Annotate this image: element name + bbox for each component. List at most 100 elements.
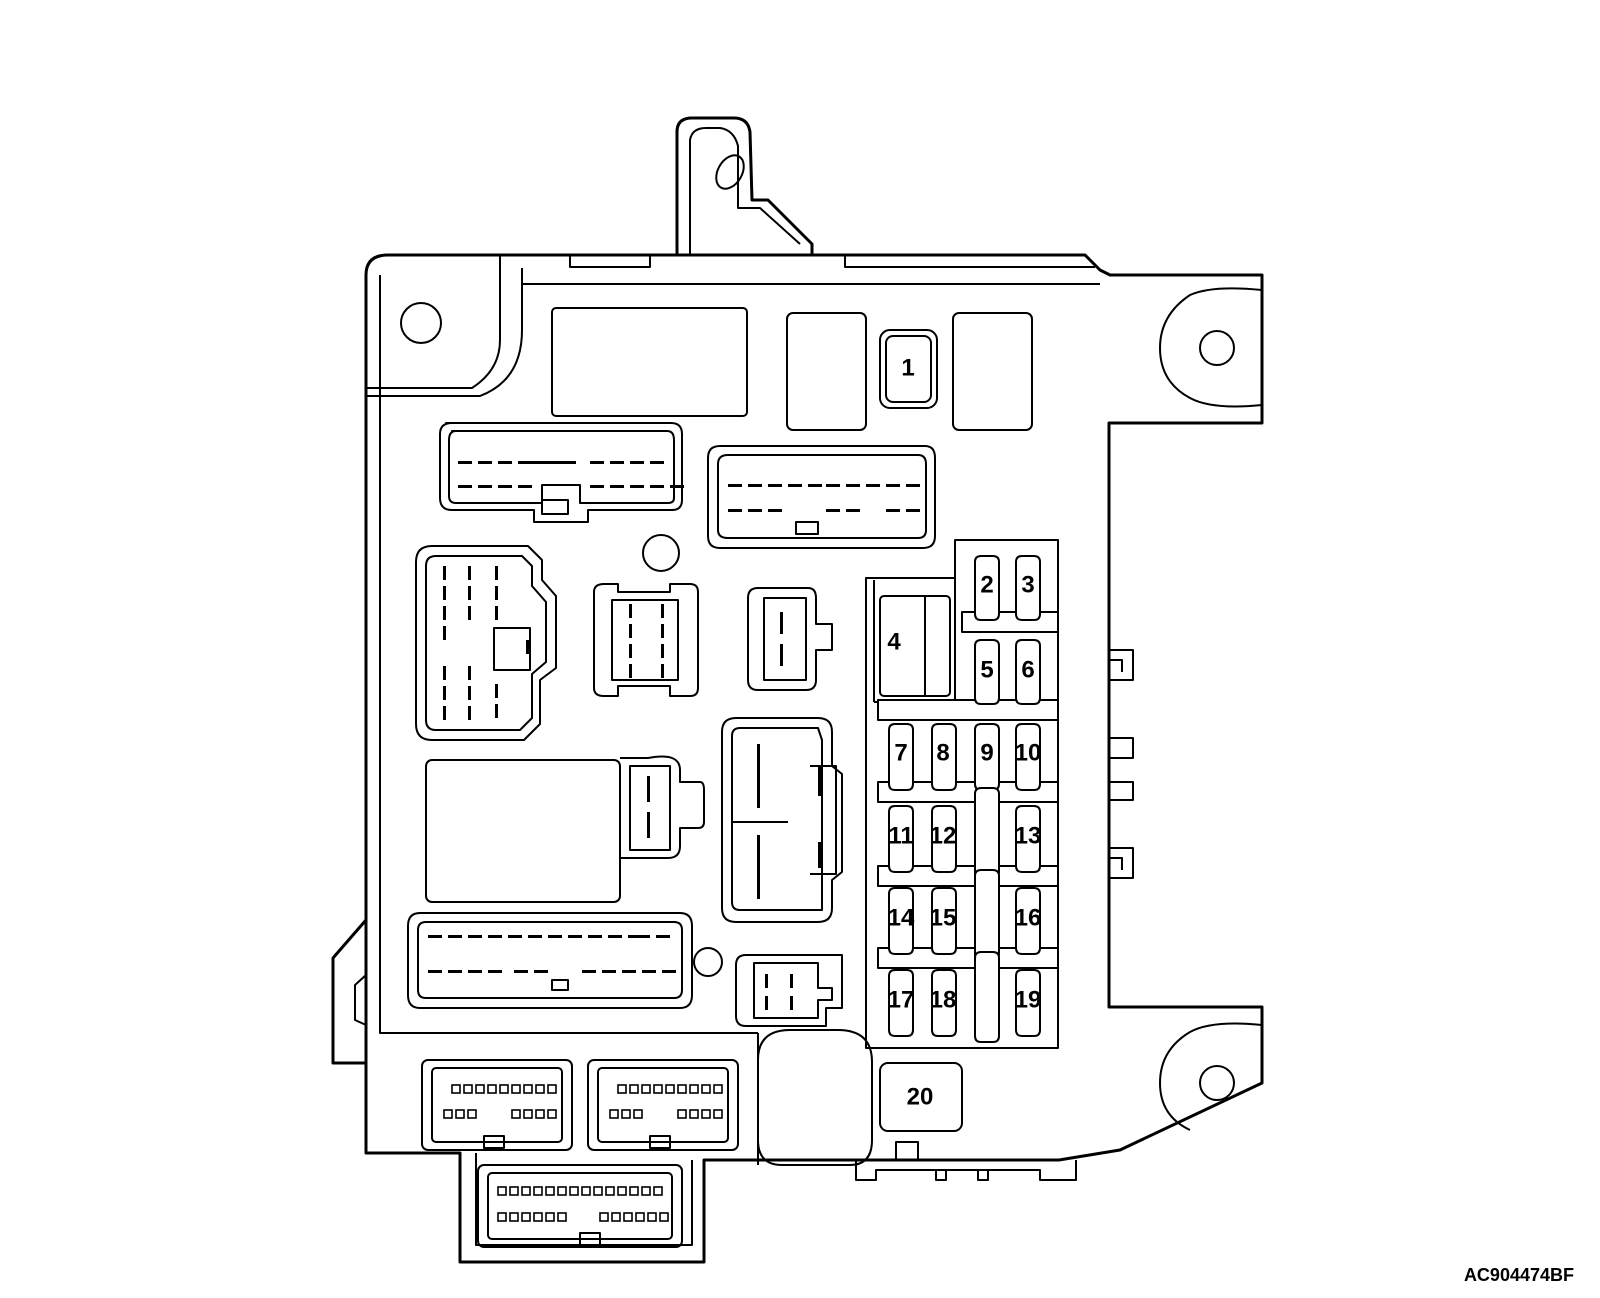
connector-pin (468, 935, 482, 938)
connector-pin (497, 1212, 507, 1222)
connector-pin (610, 461, 624, 464)
connector-pin (826, 509, 840, 512)
connector-pin (661, 604, 664, 618)
fuses (877, 555, 1059, 1043)
connector-d (593, 583, 699, 697)
connector-pin (509, 1186, 519, 1196)
connector-pin (443, 1109, 453, 1119)
fuse-label-20: 20 (907, 1084, 934, 1111)
connector-pin (728, 509, 742, 512)
connector-pin (662, 970, 676, 973)
connector-l (477, 1164, 683, 1248)
connector-pin (443, 706, 446, 720)
connector-pin (528, 935, 542, 938)
connector-pin (629, 664, 632, 678)
connector-pin (701, 1084, 711, 1094)
fuse-4-body (879, 595, 951, 697)
fuse-label-1: 1 (901, 355, 914, 382)
connector-pin (499, 1084, 509, 1094)
connector-pin (846, 484, 860, 487)
figure-code: AC904474BF (1463, 1265, 1574, 1285)
fuse-label-2: 2 (980, 572, 993, 599)
fuse-slot-bar (877, 781, 1059, 803)
mounting-hole-bottom-right (1199, 1065, 1235, 1101)
connector-pin (641, 1084, 651, 1094)
connector-pin (523, 1109, 533, 1119)
connector-pin (458, 485, 472, 488)
connector-pin (455, 1109, 465, 1119)
connector-pin (808, 484, 822, 487)
connector-pin (535, 1109, 545, 1119)
fuse-label-4: 4 (887, 629, 901, 656)
connector-pin (488, 935, 502, 938)
connector-pin (532, 461, 576, 464)
fuse-label-5: 5 (980, 657, 993, 684)
mini-fuse (1015, 723, 1041, 791)
connector-pin (557, 1186, 567, 1196)
connector-pin (701, 1109, 711, 1119)
connector-pin (509, 1212, 519, 1222)
connector-pin (788, 484, 802, 487)
connector-pin (599, 1212, 609, 1222)
right-side-clip-lower (1109, 847, 1134, 879)
connector-pin (765, 996, 768, 1010)
fuse-label-16: 16 (1015, 905, 1042, 932)
connector-pin (468, 606, 471, 620)
connector-pin (518, 485, 532, 488)
connector-pin (443, 666, 446, 680)
mounting-hole-top-left (400, 302, 442, 344)
connector-pin (545, 1212, 555, 1222)
connector-pin (906, 484, 920, 487)
fuse-20-housing (879, 1062, 963, 1132)
connector-pin (630, 485, 644, 488)
top-mounting-tab (675, 116, 814, 260)
connector-pin (428, 970, 442, 973)
connector-pin (495, 704, 498, 718)
connector-pin (495, 566, 498, 580)
relay-large (425, 755, 705, 903)
connector-pin (768, 484, 782, 487)
connector-pin (468, 686, 471, 700)
tab-mounting-hole (715, 154, 745, 190)
connector-pin (547, 1084, 557, 1094)
mini-fuse (888, 723, 914, 791)
fuse-label-7: 7 (894, 740, 907, 767)
connector-pin (617, 1186, 627, 1196)
connector-pin (765, 974, 768, 988)
connector-pin (623, 1212, 633, 1222)
connector-pin (569, 1186, 579, 1196)
connector-pin (647, 1212, 657, 1222)
connector-k (587, 1059, 739, 1151)
connector-pin (628, 935, 642, 938)
locating-boss (642, 534, 680, 572)
connector-pin (498, 485, 512, 488)
round-relay (757, 1029, 873, 1166)
connector-pin (443, 586, 446, 600)
connector-pin (617, 1084, 627, 1094)
mini-fuse (974, 639, 1000, 705)
connector-pin (526, 640, 529, 654)
connector-pin (511, 1109, 521, 1119)
connector-pin (629, 644, 632, 658)
fuse-label-10: 10 (1015, 740, 1042, 767)
fuse-label-3: 3 (1021, 572, 1034, 599)
connector-pin (677, 1084, 687, 1094)
connector-pin (581, 1186, 591, 1196)
connector-pin (602, 970, 616, 973)
connector-pin (629, 1084, 639, 1094)
connector-pin (886, 509, 900, 512)
connector-pin (593, 1186, 603, 1196)
connector-pin (428, 935, 442, 938)
mini-fuse (974, 951, 1000, 1043)
connector-pin (534, 970, 548, 973)
connector-pin (478, 485, 492, 488)
connector-pin (487, 1084, 497, 1094)
connector-pin (636, 935, 650, 938)
fuse-slot-bar (877, 699, 1059, 721)
connector-pin (533, 1186, 543, 1196)
connector-pin (661, 624, 664, 638)
connector-pin (557, 1212, 567, 1222)
connector-pin (443, 566, 446, 580)
connector-pin (713, 1109, 723, 1119)
connector-j (421, 1059, 573, 1151)
